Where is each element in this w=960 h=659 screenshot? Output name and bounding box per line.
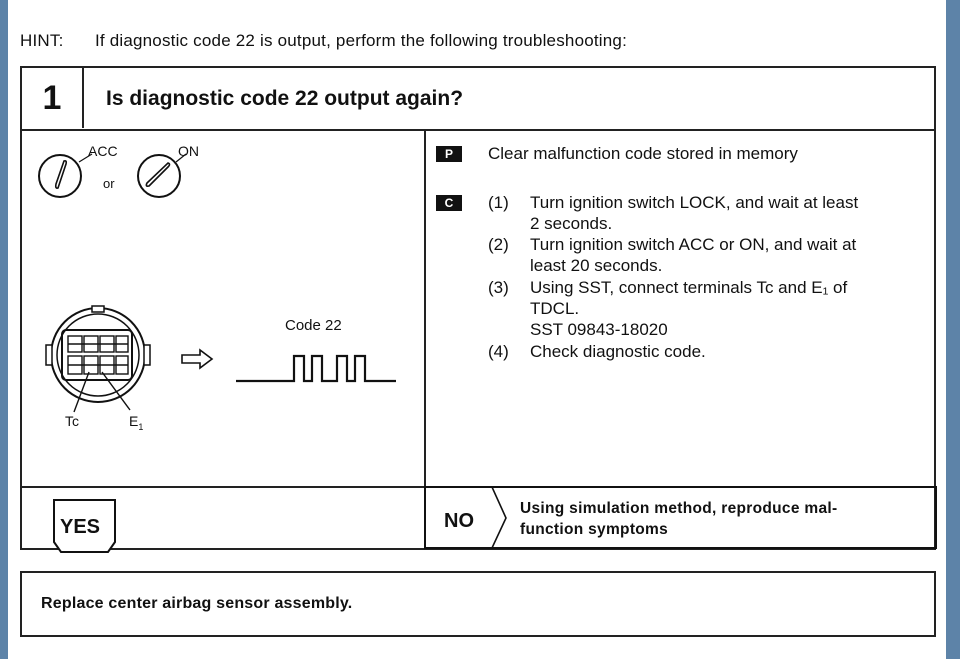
p-text: Clear malfunction code stored in memory	[488, 144, 798, 163]
step-3-line-3: SST 09843-18020	[530, 320, 668, 339]
on-label: ON	[178, 143, 199, 159]
yes-label: YES	[60, 516, 101, 538]
or-label: or	[103, 176, 115, 191]
step-4-line-1: Check diagnostic code.	[530, 342, 706, 361]
acc-label: ACC	[88, 143, 118, 159]
on-key-icon	[137, 154, 181, 198]
step-2-line-1: Turn ignition switch ACC or ON, and wait…	[530, 235, 857, 254]
acc-key-icon	[38, 154, 82, 198]
c-tag: C	[436, 195, 462, 211]
step-box	[20, 66, 936, 550]
procedure-step-3: (3) Using SST, connect terminals Tc and E…	[488, 277, 928, 340]
no-action-text: Using simulation method, reproduce mal- …	[520, 498, 837, 540]
e1-label-sub: 1	[138, 421, 144, 432]
step-1-line-2: 2 seconds.	[530, 214, 613, 233]
no-outcome-shape	[424, 486, 937, 549]
hint-line: HINT: If diagnostic code 22 is output, p…	[20, 31, 627, 51]
step-1-line-1: Turn ignition switch LOCK, and wait at l…	[530, 193, 859, 212]
no-action-line-1: Using simulation method, reproduce mal-	[520, 500, 838, 517]
right-arrow-icon	[181, 348, 214, 370]
step-3-line-1: Using SST, connect terminals Tc and E₁ o…	[530, 278, 848, 297]
code-22-label: Code 22	[285, 317, 342, 334]
no-label: NO	[444, 510, 474, 532]
tdcl-connector-illustration	[45, 305, 151, 413]
yes-outcome-shape	[53, 499, 116, 553]
final-action-box	[20, 571, 936, 637]
code-22-waveform	[236, 354, 396, 383]
results-left-border	[20, 486, 22, 490]
ignition-key-illustration	[38, 153, 187, 198]
step-header-divider	[20, 129, 936, 131]
hint-label: HINT:	[20, 31, 64, 50]
step-number: 1	[22, 68, 84, 128]
procedure-step-1: (1) Turn ignition switch LOCK, and wait a…	[488, 192, 928, 234]
tc-label: Tc	[65, 413, 79, 429]
column-divider	[424, 131, 426, 548]
manual-page: HINT: If diagnostic code 22 is output, p…	[8, 0, 946, 659]
e1-label-letter: E	[129, 413, 139, 429]
step-3-line-2: TDCL.	[530, 299, 580, 318]
procedure-step-2: (2) Turn ignition switch ACC or ON, and w…	[488, 234, 928, 276]
step-3-number: (3)	[488, 278, 509, 297]
p-tag: P	[436, 146, 462, 162]
hint-text: If diagnostic code 22 is output, perform…	[94, 31, 628, 50]
step-4-number: (4)	[488, 342, 509, 361]
e1-label: E1	[129, 413, 143, 432]
step-1-number: (1)	[488, 193, 509, 212]
step-question: Is diagnostic code 22 output again?	[106, 87, 464, 110]
procedure-step-4: (4) Check diagnostic code.	[488, 341, 928, 362]
step-2-number: (2)	[488, 235, 509, 254]
step-2-line-2: least 20 seconds.	[530, 256, 663, 275]
final-action-text: Replace center airbag sensor assembly.	[41, 595, 353, 612]
no-action-line-2: function symptoms	[520, 521, 669, 538]
